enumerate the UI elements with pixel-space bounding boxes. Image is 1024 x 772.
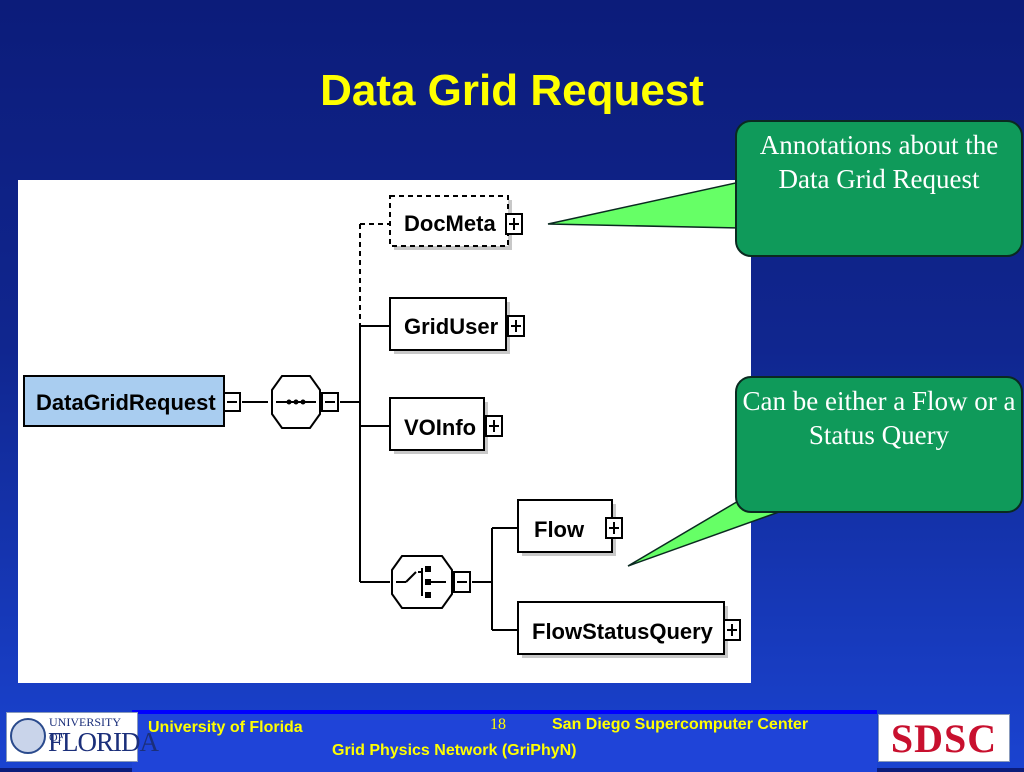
node-flowstatusquery-label: FlowStatusQuery [532, 619, 714, 644]
schema-diagram: DataGridRequest DocMeta [18, 180, 751, 683]
uf-seal-icon [10, 718, 46, 754]
sdsc-logo-text: SDSC [890, 716, 998, 761]
expand-flowstatusquery-icon [723, 619, 741, 641]
callout-annotations-pointer [547, 181, 741, 229]
sdsc-logo: SDSC [878, 714, 1010, 762]
node-flow: Flow [517, 499, 616, 556]
footer-project: Grid Physics Network (GriPhyN) [332, 742, 577, 759]
slide-title: Data Grid Request [320, 66, 704, 115]
footer-left-org: University of Florida [148, 719, 303, 736]
node-docmeta-label: DocMeta [404, 211, 496, 236]
collapse-sequence-icon [321, 392, 339, 412]
node-flow-label: Flow [534, 517, 585, 542]
collapse-choice-icon [453, 571, 471, 593]
uf-logo-line1: UNIVERSITY OF [49, 715, 121, 744]
sequence-compositor [271, 375, 321, 429]
node-datagridrequest: DataGridRequest [23, 375, 225, 427]
choice-compositor [391, 555, 453, 609]
footer-bar [132, 710, 877, 772]
node-voinfo-label: VOInfo [404, 415, 476, 440]
expand-flow-icon [605, 517, 623, 539]
callout-choice: Can be either a Flow or a Status Query [735, 376, 1023, 513]
expand-griduser-icon [507, 315, 525, 337]
node-datagridrequest-label: DataGridRequest [36, 390, 216, 415]
node-griduser: GridUser [389, 297, 510, 354]
node-voinfo: VOInfo [389, 397, 488, 454]
node-flowstatusquery: FlowStatusQuery [517, 601, 728, 658]
uf-logo: UNIVERSITY OF FLORIDA [6, 712, 159, 762]
node-griduser-label: GridUser [404, 314, 499, 339]
callout-annotations: Annotations about the Data Grid Request [735, 120, 1023, 257]
node-docmeta: DocMeta [389, 195, 512, 250]
uf-logo-line2: FLORIDA [48, 727, 159, 757]
page-number: 18 [490, 716, 506, 733]
expand-voinfo-icon [485, 415, 503, 437]
collapse-root-icon [223, 392, 241, 412]
expand-docmeta-icon [505, 213, 523, 235]
footer-right-org: San Diego Supercomputer Center [552, 716, 809, 733]
